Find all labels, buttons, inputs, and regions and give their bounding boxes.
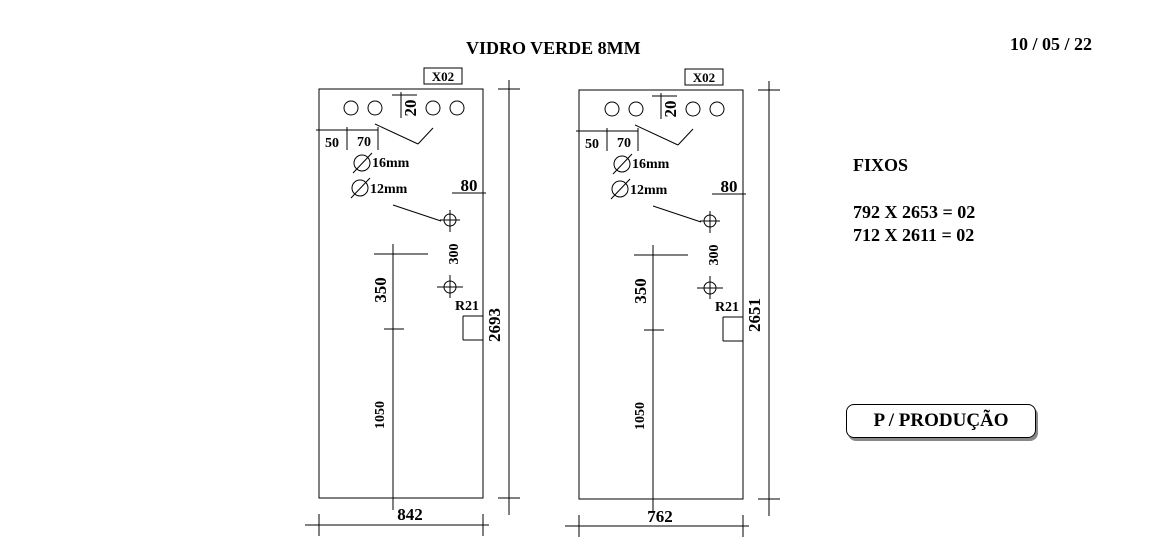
panel-1-offset-a: 50 <box>325 136 339 151</box>
production-stamp-label: P / PRODUÇÃO <box>873 410 1009 431</box>
panel-2-upper-height: 350 <box>631 278 650 304</box>
panel-1-upper-height: 350 <box>371 277 390 303</box>
panel-2: X02 20 50 70 16mm 12mm 80 3 <box>565 68 780 537</box>
panel-2-hole-large: 12mm <box>630 183 668 198</box>
panel-1-handle-hole-lower <box>437 275 463 298</box>
panel-1-tag-box <box>423 67 463 85</box>
panel-1-edge-offset: 80 <box>461 176 478 195</box>
panel-1-top-holes <box>343 100 465 116</box>
panel-1-height: 2693 <box>485 308 504 342</box>
panel-1-hole-small: 16mm <box>372 156 410 171</box>
panel-2-hole-small: 16mm <box>632 157 670 172</box>
hole-circle <box>367 100 383 116</box>
production-stamp: P / PRODUÇÃO <box>846 404 1036 438</box>
hole-circle <box>604 101 620 117</box>
hole-circle <box>709 101 725 117</box>
hole-circle <box>449 100 465 116</box>
panel-2-offset-a: 50 <box>585 137 599 152</box>
panel-1-vertical-gap: 300 <box>447 244 462 265</box>
diameter-icon <box>611 180 629 198</box>
panel-1-hole-spacing: 20 <box>401 100 420 117</box>
panel-2-handle-hole-upper <box>700 211 720 233</box>
panel-2-outline <box>578 89 744 500</box>
panel-2-tag-box <box>684 68 724 86</box>
panel-2-radius: R21 <box>715 300 739 315</box>
panel-1-lower-height: 1050 <box>373 401 388 429</box>
diameter-icon <box>351 179 369 197</box>
panel-1-tag: X02 <box>432 69 454 84</box>
fixos-line-1: 792 X 2653 = 02 <box>853 202 976 222</box>
diameter-icon <box>353 154 371 172</box>
panel-2-edge-offset: 80 <box>721 177 738 196</box>
panel-1: X02 20 50 70 16mm 12mm 80 <box>305 67 520 536</box>
fixos-line-2: 712 X 2611 = 02 <box>853 225 975 245</box>
drawing-date: 10 / 05 / 22 <box>1010 34 1093 54</box>
panel-2-hole-spacing: 20 <box>661 101 680 118</box>
drawing-title: VIDRO VERDE 8MM <box>466 38 641 58</box>
panel-1-hole-large: 12mm <box>370 182 408 197</box>
panel-2-height: 2651 <box>745 298 764 332</box>
panel-2-top-holes <box>604 101 725 117</box>
panel-2-offset-b: 70 <box>617 136 631 151</box>
hole-circle <box>685 101 701 117</box>
diameter-icon <box>613 155 631 173</box>
hole-circle <box>343 100 359 116</box>
panel-2-width: 762 <box>647 507 673 526</box>
panel-2-vertical-gap: 300 <box>707 245 722 266</box>
panel-1-radius: R21 <box>455 299 479 314</box>
hole-circle <box>425 100 441 116</box>
panel-1-width: 842 <box>397 505 423 524</box>
panel-1-handle-hole-upper <box>440 210 460 232</box>
hole-circle <box>628 101 644 117</box>
panel-2-lower-height: 1050 <box>633 402 648 430</box>
panel-1-outline <box>318 88 484 499</box>
panel-2-tag: X02 <box>693 70 715 85</box>
fixos-title: FIXOS <box>853 155 909 175</box>
panel-1-offset-b: 70 <box>357 135 371 150</box>
panel-2-handle-hole-lower <box>697 276 723 299</box>
